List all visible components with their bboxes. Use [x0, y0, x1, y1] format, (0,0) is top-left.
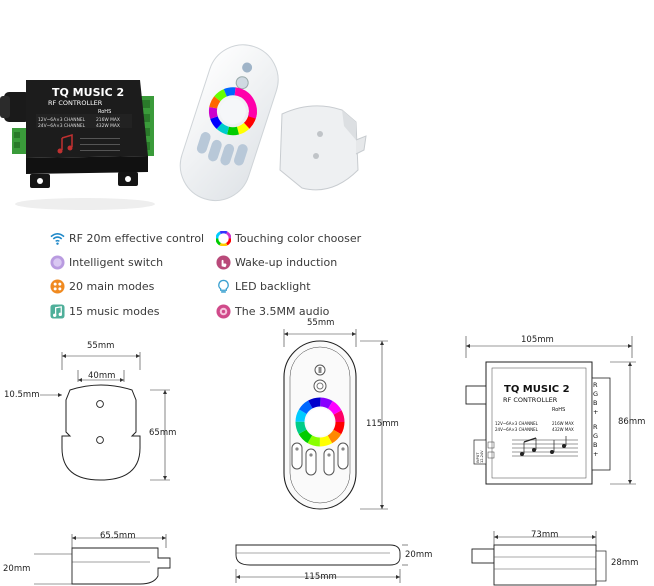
music-staff-icon	[512, 436, 578, 457]
remote-photo	[179, 44, 279, 201]
controller-spec2-right: 432W MAX	[96, 123, 120, 129]
music-note-icon	[61, 133, 73, 150]
switch-icon	[50, 255, 65, 270]
feature-wakeup-induction: Wake-up induction	[216, 255, 337, 270]
holder-drawing	[40, 352, 170, 481]
terminal-label: G	[593, 432, 599, 440]
modes-icon	[50, 279, 65, 294]
drawing-spec2-right: 432W MAX	[552, 427, 574, 432]
dim-holder-top: 10.5mm	[4, 390, 40, 400]
terminal-label: +	[593, 408, 599, 416]
feature-audio-jack: The 3.5MM audio	[216, 304, 329, 319]
drawing-input-range: 12-24V	[480, 450, 484, 463]
feature-label: 15 music modes	[69, 305, 160, 318]
feature-main-modes: 20 main modes	[50, 279, 154, 294]
feature-intelligent-switch: Intelligent switch	[50, 255, 163, 270]
dim-holder-height: 65mm	[149, 428, 177, 438]
controller-rohs-text: RoHS	[98, 109, 111, 115]
feature-led-backlight: LED backlight	[216, 279, 311, 294]
audio-jack-icon	[216, 304, 231, 319]
holder-photo	[279, 105, 367, 191]
feature-label: LED backlight	[235, 280, 311, 293]
dim-remote-width: 55mm	[307, 318, 335, 328]
controller-drawing: TQ MUSIC 2 RF CONTROLLER RoHS 12V~6A×3 C…	[465, 336, 636, 485]
music-icon	[50, 304, 65, 319]
controller-side-drawing	[471, 531, 607, 586]
feature-color-chooser: Touching color chooser	[216, 231, 361, 246]
drawing-spec2-left: 24V~6A×3 CHANNEL	[495, 427, 539, 432]
dim-remote-side-height: 20mm	[405, 550, 433, 560]
controller-photo: TQ MUSIC 2 RF CONTROLLER RoHS 12V~6A×3 C…	[0, 80, 155, 210]
feature-label: The 3.5MM audio	[235, 305, 330, 318]
feature-label: RF 20m effective control	[69, 232, 205, 245]
drawing-spec1-right: 216W MAX	[552, 421, 574, 426]
terminal-label: B	[593, 399, 598, 407]
terminal-label: R	[593, 423, 598, 431]
drawing-spec1-left: 12V~6A×3 CHANNEL	[495, 421, 539, 426]
color-wheel-icon	[216, 231, 231, 246]
drawing-subtitle-text: RF CONTROLLER	[503, 396, 558, 404]
dim-holder-side-height: 20mm	[3, 564, 31, 574]
drawing-color-wheel	[295, 397, 345, 447]
feature-label: Intelligent switch	[69, 256, 164, 269]
wifi-icon	[50, 233, 65, 245]
feature-label: 20 main modes	[69, 280, 155, 293]
dim-controller-width: 105mm	[521, 335, 554, 345]
dim-controller-side-width: 73mm	[531, 530, 559, 540]
terminal-label: G	[593, 390, 599, 398]
controller-spec1-left: 12V~6A×3 CHANNEL	[38, 117, 86, 123]
controller-spec1-right: 216W MAX	[96, 117, 120, 123]
bulb-icon	[218, 279, 229, 293]
remote-drawing	[283, 329, 388, 510]
controller-subtitle-text: RF CONTROLLER	[48, 99, 103, 107]
feature-rf-control: RF 20m effective control	[50, 231, 204, 246]
dim-remote-side-length: 115mm	[304, 572, 337, 582]
dim-controller-side-height: 28mm	[611, 558, 639, 568]
dim-holder-side-width: 65.5mm	[100, 531, 136, 541]
dim-remote-height: 115mm	[366, 419, 399, 429]
remote-side-drawing	[235, 544, 408, 583]
feature-label: Wake-up induction	[235, 256, 338, 269]
controller-spec2-left: 24V~6A×3 CHANNEL	[38, 123, 86, 129]
dim-controller-height: 86mm	[618, 417, 646, 427]
drawing-input-label: INPUT	[476, 452, 480, 463]
drawing-brand-text: TQ MUSIC 2	[504, 384, 570, 395]
feature-music-modes: 15 music modes	[50, 304, 159, 319]
feature-label: Touching color chooser	[235, 232, 362, 245]
holder-side-drawing	[34, 534, 171, 585]
terminal-label: +	[593, 450, 599, 458]
dim-holder-width: 55mm	[87, 341, 115, 351]
dim-holder-hole-spacing: 40mm	[88, 371, 116, 381]
terminal-label: R	[593, 381, 598, 389]
controller-brand-text: TQ MUSIC 2	[52, 86, 124, 99]
hand-icon	[216, 255, 231, 270]
drawing-rohs-text: RoHS	[552, 407, 565, 413]
terminal-label: B	[593, 441, 598, 449]
